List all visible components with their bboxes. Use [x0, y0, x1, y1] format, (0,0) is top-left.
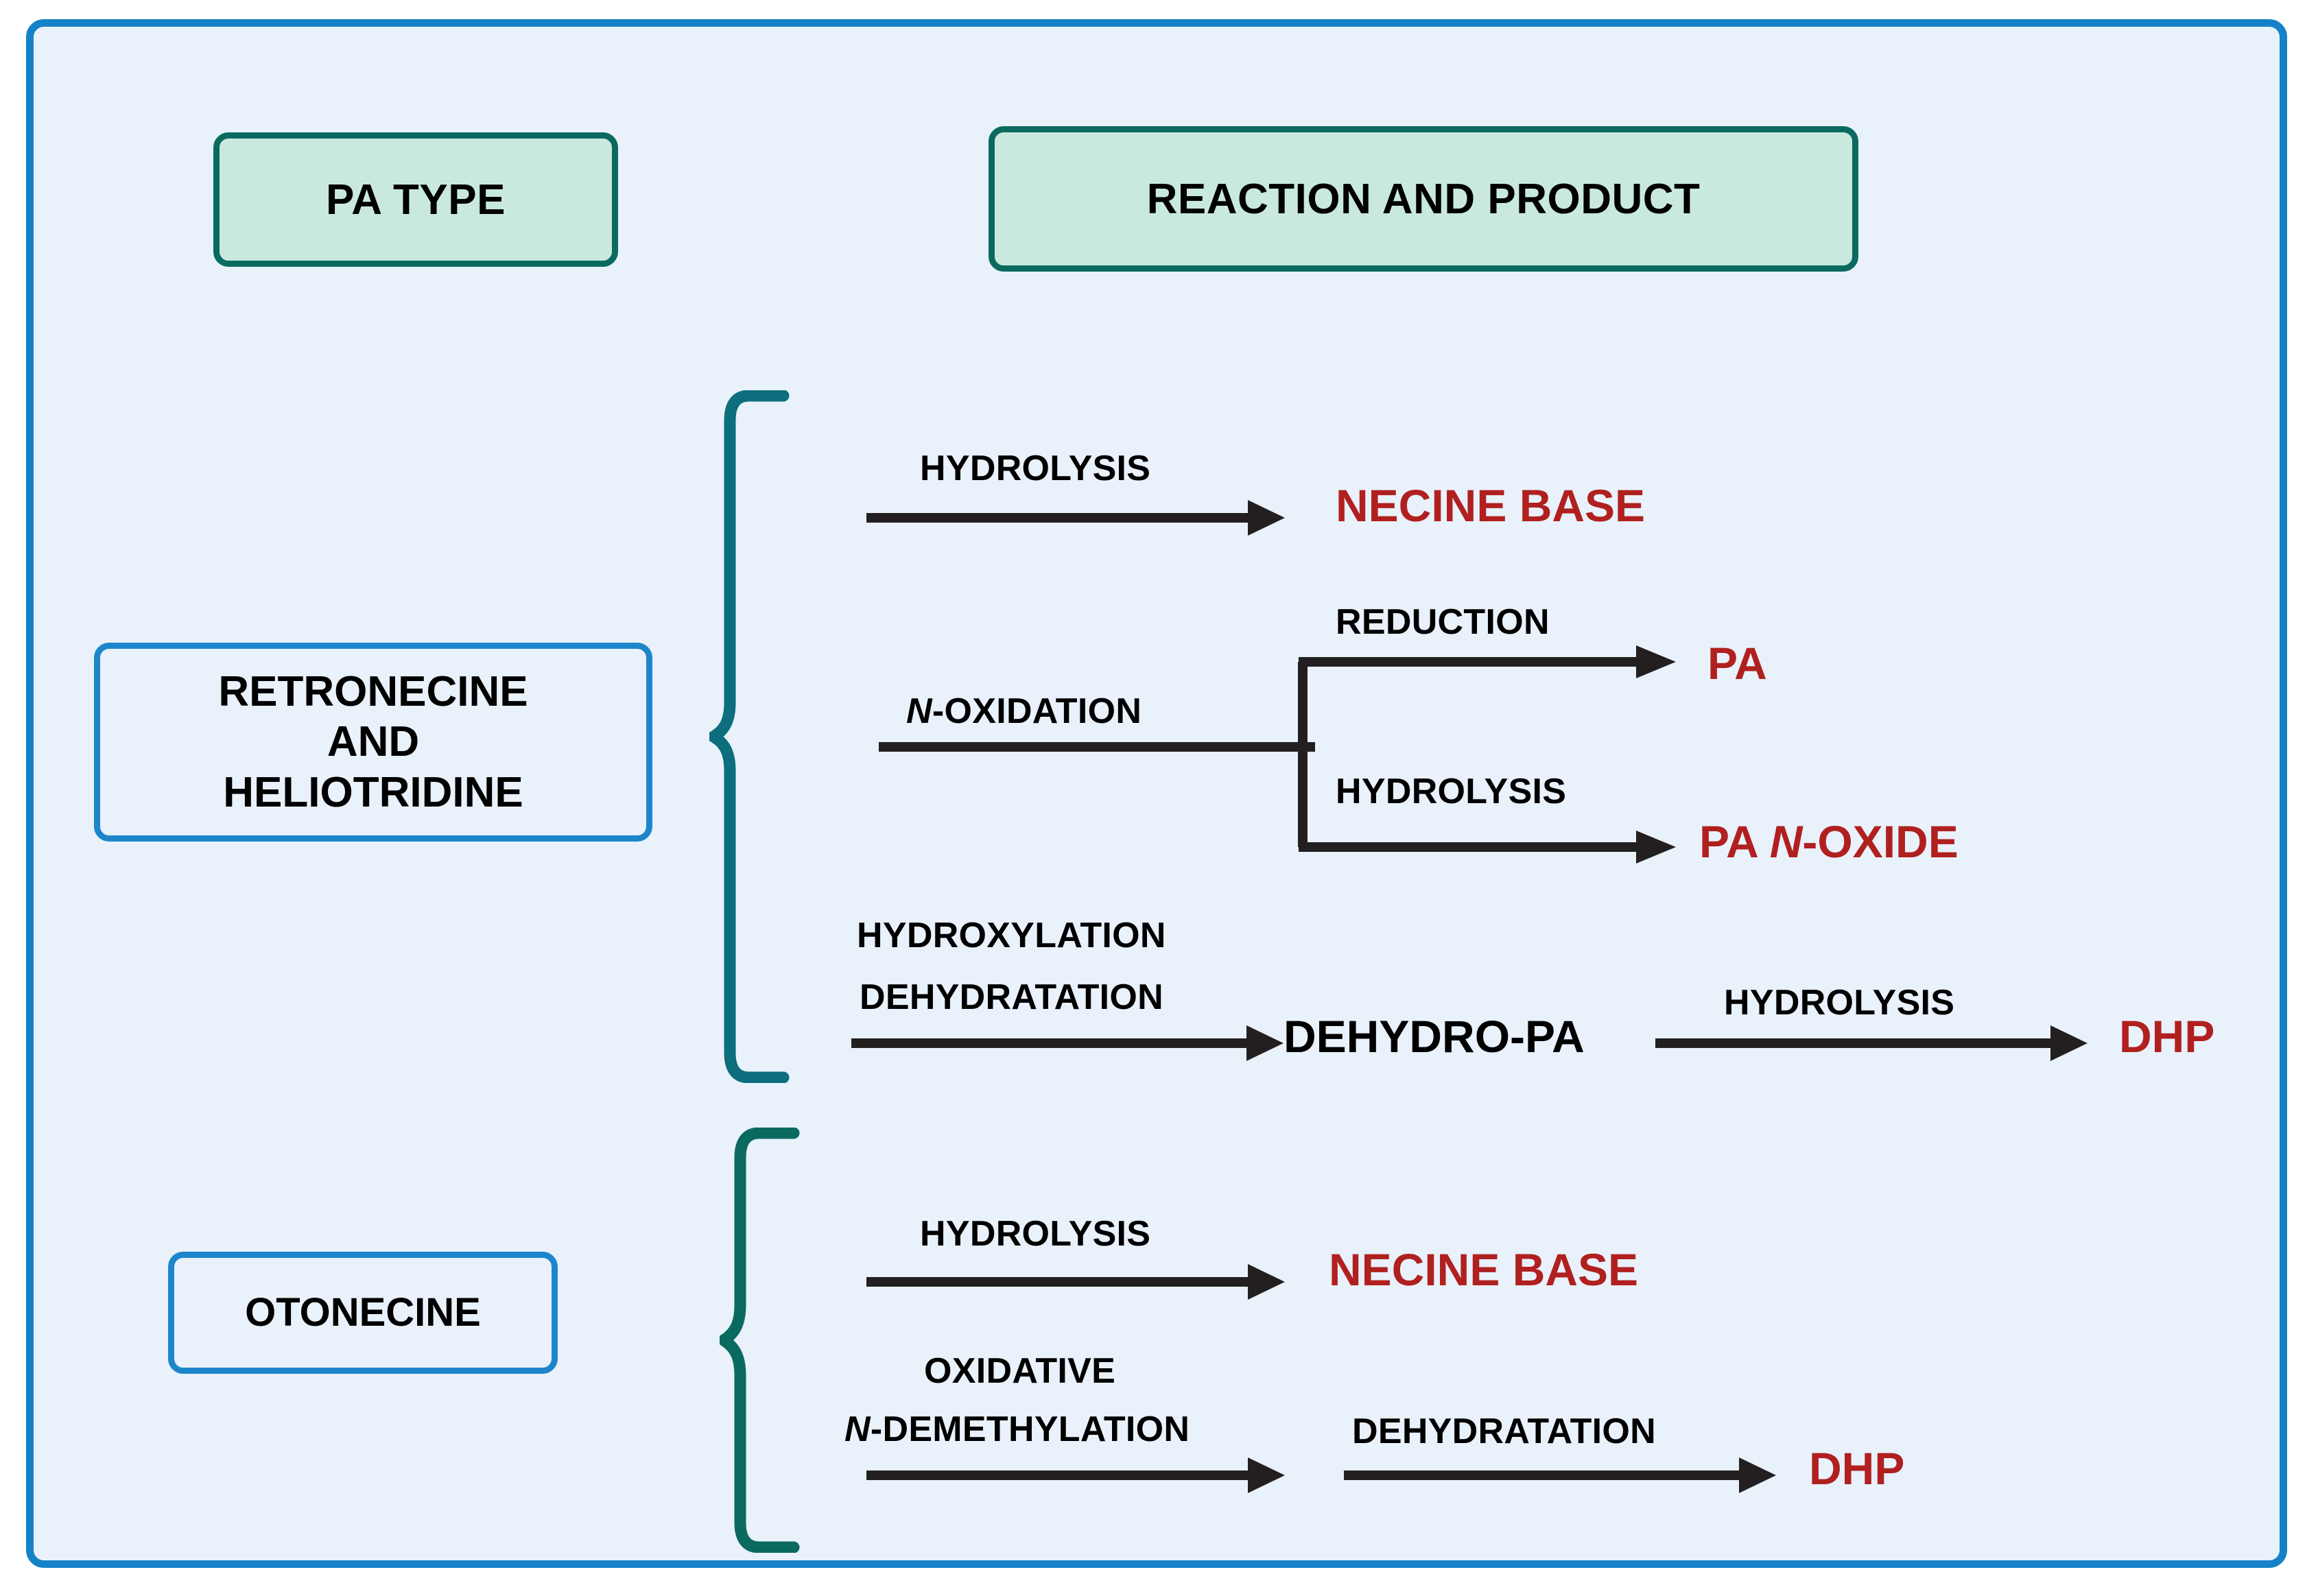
branch-stem-n-oxidation	[879, 742, 1315, 752]
product-pa-n-oxide: PA N-OXIDE	[1699, 815, 1959, 868]
arrow-hydrolysis-3	[1655, 1025, 2088, 1061]
pa-n-oxide-prefix: PA	[1699, 816, 1770, 867]
product-dhp-1: DHP	[2119, 1011, 2215, 1062]
arrow-oxidative-n-demethylation	[866, 1457, 1285, 1493]
header-chip-reaction-and-product: REACTION AND PRODUCT	[989, 126, 1858, 272]
reaction-label-hydrolysis-1: HYDROLYSIS	[920, 449, 1151, 488]
pa-type-line-2: AND	[327, 718, 420, 766]
reaction-label-hydrolysis-3: HYDROLYSIS	[1724, 983, 1955, 1023]
arrow-hydrolysis-4	[866, 1264, 1285, 1300]
brace-otonecine	[720, 1128, 800, 1553]
n-demethylation-italic-n: N	[844, 1409, 871, 1449]
product-necine-base-2: NECINE BASE	[1329, 1244, 1639, 1295]
reaction-label-hydrolysis-4: HYDROLYSIS	[920, 1214, 1151, 1254]
n-oxidation-italic-n: N	[906, 691, 932, 731]
arrow-hydrolysis-1	[866, 500, 1285, 536]
pa-n-oxide-italic-n: N	[1769, 816, 1803, 867]
reaction-label-reduction: REDUCTION	[1336, 602, 1550, 642]
diagram-frame: PA TYPE REACTION AND PRODUCT RETRONECINE…	[26, 19, 2287, 1568]
reaction-label-n-oxidation: N-OXIDATION	[906, 691, 1142, 732]
pa-type-line-3: HELIOTRIDINE	[223, 768, 523, 816]
pa-n-oxide-suffix: -OXIDE	[1802, 816, 1959, 867]
product-necine-base-1: NECINE BASE	[1336, 480, 1646, 531]
pa-type-box-retronecine: RETRONECINE AND HELIOTRIDINE	[94, 643, 652, 842]
n-oxidation-rest: -OXIDATION	[932, 691, 1142, 731]
product-pa: PA	[1707, 638, 1767, 689]
header-chip-pa-type: PA TYPE	[213, 132, 618, 267]
reaction-label-dehydratation-2: DEHYDRATATION	[1352, 1412, 1656, 1451]
arrow-dehydratation-2	[1344, 1457, 1776, 1493]
pa-type-line-1: RETRONECINE	[218, 668, 528, 716]
intermediate-dehydro-pa: DEHYDRO-PA	[1284, 1011, 1585, 1062]
reaction-label-hydrolysis-2: HYDROLYSIS	[1336, 772, 1567, 811]
branch-connector-n-oxidation	[1298, 645, 1676, 863]
reaction-label-dehydratation-1: DEHYDRATATION	[860, 977, 1163, 1017]
product-dhp-2: DHP	[1809, 1443, 1905, 1494]
pa-type-box-otonecine: OTONECINE	[168, 1252, 558, 1374]
pa-type-otonecine-label: OTONECINE	[245, 1289, 481, 1335]
reaction-label-oxidative: OXIDATIVE	[924, 1351, 1116, 1391]
arrow-hydroxylation-dehydratation	[851, 1025, 1284, 1061]
reaction-label-n-demethylation: N-DEMETHYLATION	[844, 1409, 1190, 1450]
reaction-label-hydroxylation: HYDROXYLATION	[857, 916, 1166, 955]
n-demethylation-rest: -DEMETHYLATION	[870, 1409, 1190, 1449]
brace-retronecine	[709, 390, 790, 1083]
